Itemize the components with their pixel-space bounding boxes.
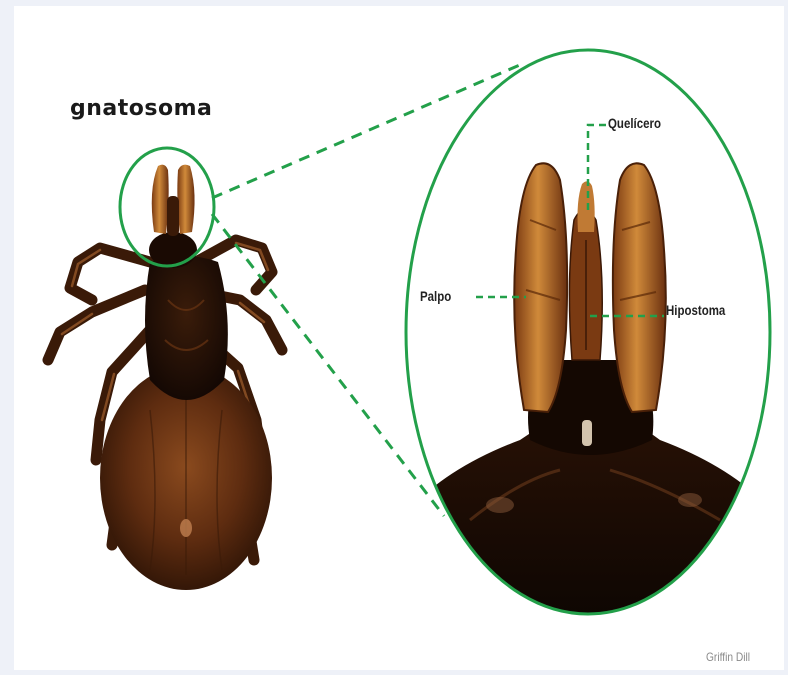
- tick-mouthparts-small: [152, 165, 195, 236]
- palpo-label: Palpo: [420, 288, 451, 304]
- quelicero-label: Quelícero: [608, 115, 661, 131]
- hipostoma-label: Hipostoma: [666, 302, 725, 318]
- palp-left: [514, 163, 567, 412]
- tick-scutum: [145, 256, 228, 400]
- tick-whole-body: [48, 165, 282, 590]
- photo-credit: Griffin Dill: [706, 650, 750, 664]
- gnatosoma-zoom-view: [400, 50, 780, 640]
- palp-right: [613, 163, 666, 412]
- gnatosoma-label: gnatosoma: [70, 96, 212, 121]
